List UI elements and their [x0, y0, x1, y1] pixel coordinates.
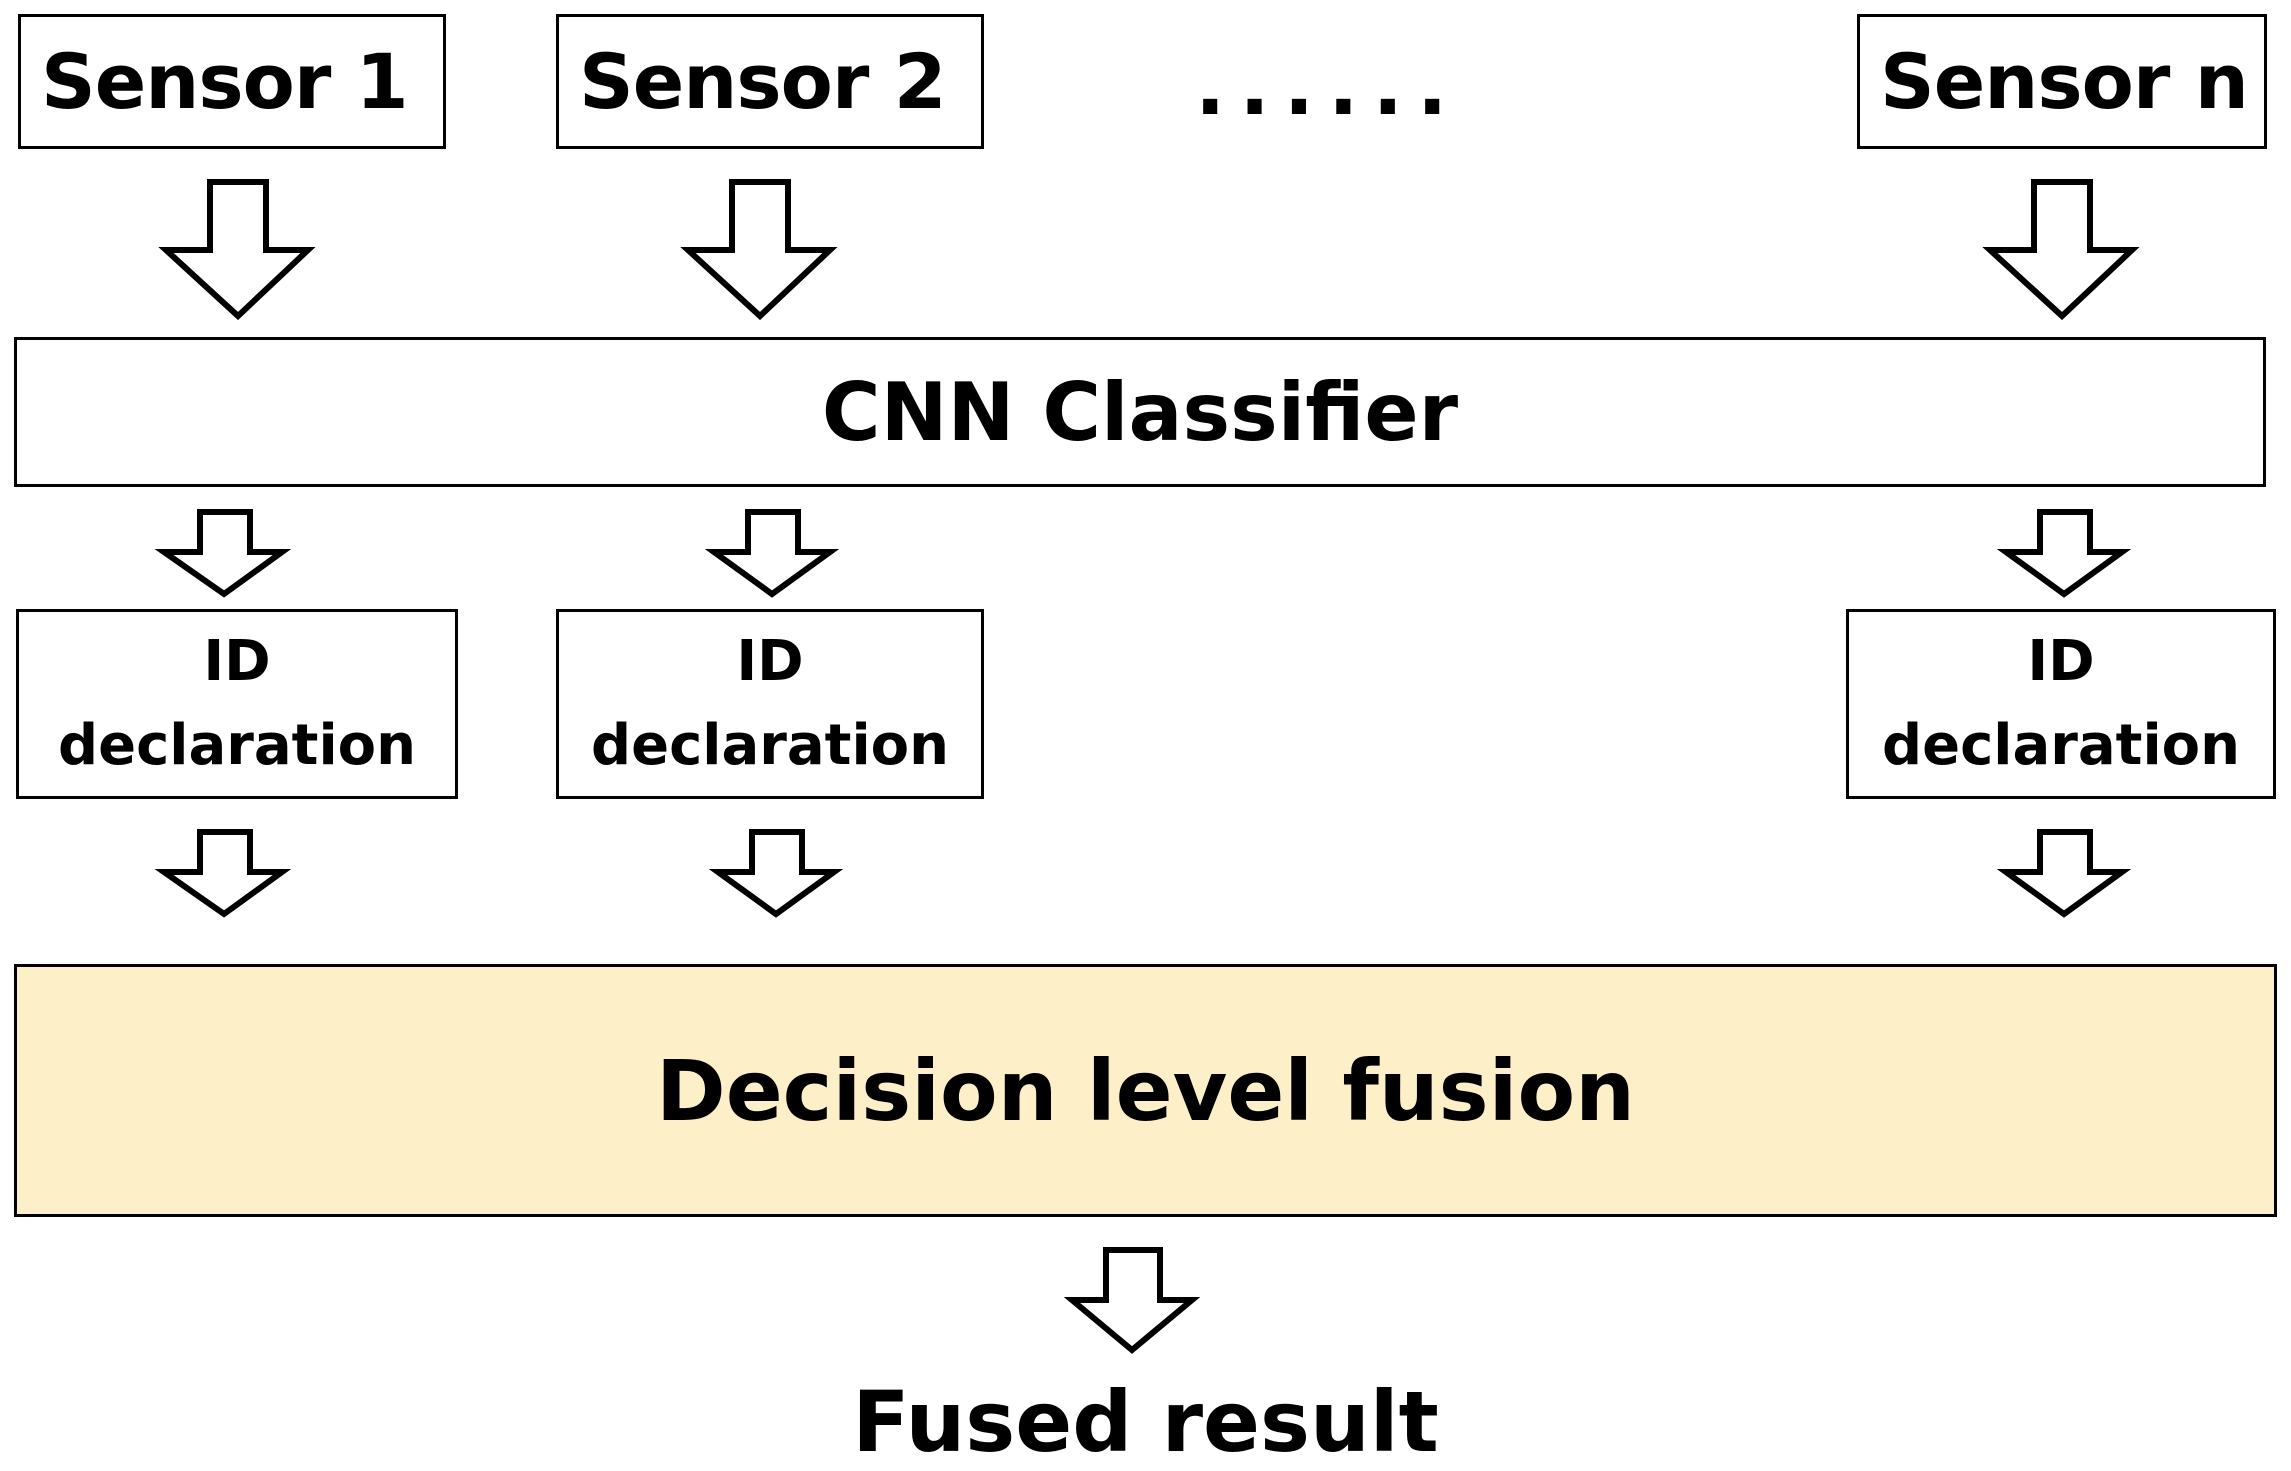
id-declaration-2-line2: declaration: [591, 713, 949, 778]
cnn-classifier-label: CNN Classifier: [821, 365, 1459, 459]
sensor-n-box: Sensor n: [1857, 14, 2267, 149]
down-arrow-icon: [154, 509, 292, 598]
down-arrow-icon: [680, 179, 838, 321]
down-arrow-icon: [708, 829, 844, 918]
id-declaration-box-n: ID declaration: [1846, 609, 2276, 799]
down-arrow-icon: [154, 829, 292, 918]
decision-fusion-label: Decision level fusion: [655, 1041, 1635, 1140]
sensor-n-label: Sensor n: [1880, 37, 2249, 126]
id-declaration-2-line1: ID: [736, 629, 804, 694]
id-declaration-n-line2: declaration: [1882, 713, 2240, 778]
fused-result-label: Fused result: [852, 1373, 1439, 1471]
id-declaration-box-1: ID declaration: [16, 609, 458, 799]
sensor-1-label: Sensor 1: [41, 37, 409, 126]
sensor-2-label: Sensor 2: [579, 37, 947, 126]
down-arrow-icon: [1982, 179, 2140, 321]
id-declaration-1-line1: ID: [203, 629, 271, 694]
id-declaration-1-line2: declaration: [58, 713, 416, 778]
down-arrow-icon: [1996, 509, 2132, 598]
down-arrow-icon: [1063, 1247, 1201, 1354]
cnn-classifier-box: CNN Classifier: [14, 337, 2266, 487]
decision-fusion-box: Decision level fusion: [14, 964, 2277, 1217]
sensor-2-box: Sensor 2: [556, 14, 984, 149]
sensor-1-box: Sensor 1: [18, 14, 446, 149]
down-arrow-icon: [158, 179, 316, 321]
down-arrow-icon: [704, 509, 840, 598]
id-declaration-box-2: ID declaration: [556, 609, 984, 799]
sensor-ellipsis: ......: [1195, 40, 1462, 133]
id-declaration-n-line1: ID: [2027, 629, 2095, 694]
down-arrow-icon: [1996, 829, 2132, 918]
